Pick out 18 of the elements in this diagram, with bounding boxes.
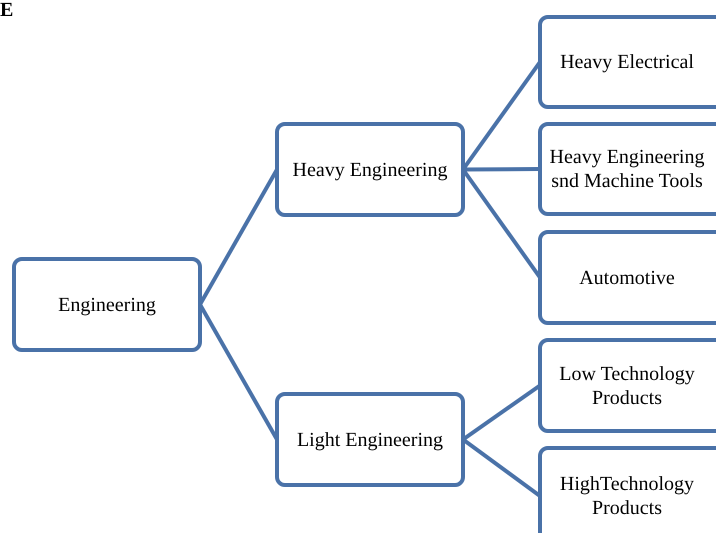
connector-line: [462, 167, 540, 172]
category-box: [275, 122, 465, 217]
category-box: [538, 338, 716, 433]
category-box: [275, 392, 465, 487]
node-label: Heavy Engineering snd Machine Tools: [548, 145, 706, 193]
category-box: [538, 122, 716, 216]
node-label: Light Engineering: [296, 428, 444, 452]
node-label: Engineering: [58, 292, 156, 316]
node-label: Low Technology Products: [558, 362, 696, 410]
node-label: Heavy Engineering: [292, 158, 448, 182]
category-box: [538, 446, 716, 533]
node-label: HighTechnology Products: [558, 472, 696, 520]
category-box: [538, 230, 716, 325]
node-label: Automotive: [579, 266, 675, 290]
category-box: [538, 15, 716, 109]
node-label: Heavy Electrical: [560, 50, 694, 74]
category-box: [12, 257, 202, 352]
heading-letter: E: [0, 0, 14, 20]
